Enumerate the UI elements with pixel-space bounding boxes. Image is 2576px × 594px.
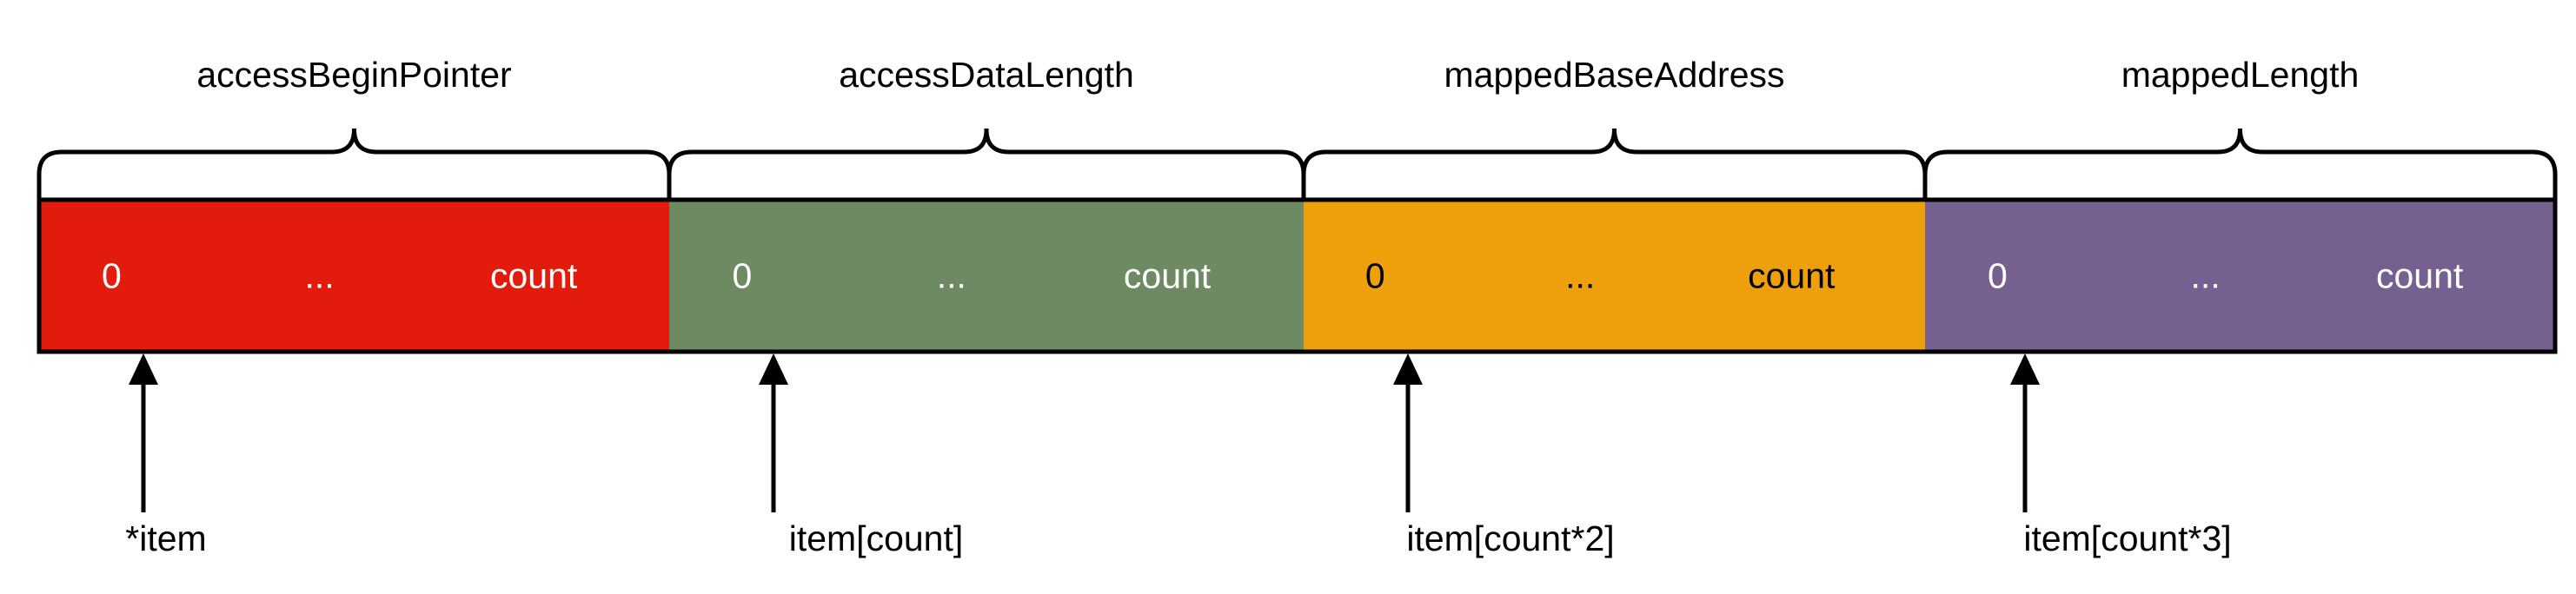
bar-segment-mapped-base-address — [1304, 200, 1925, 352]
bar-segment-access-data-length — [669, 200, 1304, 352]
segment-cell-mapped-base-address-2: count — [1748, 255, 1836, 295]
brace-label-mapped-length: mappedLength — [2121, 55, 2360, 95]
memory-bar-outline — [37, 197, 2558, 354]
segment-cell-access-data-length-1: ... — [936, 255, 966, 295]
segment-cell-mapped-length-1: ... — [2190, 255, 2221, 295]
segment-cell-access-data-length-2: count — [1123, 255, 1212, 295]
segment-cell-access-begin-pointer-2: count — [489, 255, 578, 295]
brace-label-access-data-length: accessDataLength — [839, 55, 1134, 95]
segment-cell-mapped-length-0: 0 — [1987, 255, 2008, 295]
pointer-arrow-head-access-begin-pointer — [129, 353, 158, 385]
pointer-arrow-head-mapped-base-address — [1393, 353, 1423, 385]
segment-cell-access-data-length-0: 0 — [732, 255, 753, 295]
pointer-arrow-head-access-data-length — [759, 353, 788, 385]
segment-cell-mapped-base-address-1: ... — [1565, 255, 1596, 295]
brace-mapped-base-address — [1301, 129, 1928, 200]
bar-segment-mapped-length — [1925, 200, 2555, 352]
pointer-label-mapped-base-address: item[count*2] — [1406, 518, 1615, 558]
brace-mapped-length — [1922, 129, 2558, 200]
segment-cell-access-begin-pointer-0: 0 — [101, 255, 122, 295]
memory-bar-group — [37, 197, 2558, 354]
bar-segment-access-begin-pointer — [39, 200, 669, 352]
segment-cell-access-begin-pointer-1: ... — [304, 255, 335, 295]
pointer-label-mapped-length: item[count*3] — [2023, 518, 2232, 558]
brace-access-begin-pointer — [37, 129, 672, 200]
pointer-label-access-data-length: item[count] — [788, 518, 964, 558]
brace-access-data-length — [667, 129, 1306, 200]
segment-cell-mapped-length-2: count — [2375, 255, 2464, 295]
pointer-label-access-begin-pointer: *item — [125, 518, 207, 558]
brace-label-mapped-base-address: mappedBaseAddress — [1444, 55, 1785, 95]
pointer-arrow-head-mapped-length — [2010, 353, 2040, 385]
pointer-arrows-group — [129, 353, 2040, 512]
braces-group — [37, 129, 2558, 200]
segment-cell-mapped-base-address-0: 0 — [1364, 255, 1385, 295]
brace-label-access-begin-pointer: accessBeginPointer — [196, 55, 512, 95]
